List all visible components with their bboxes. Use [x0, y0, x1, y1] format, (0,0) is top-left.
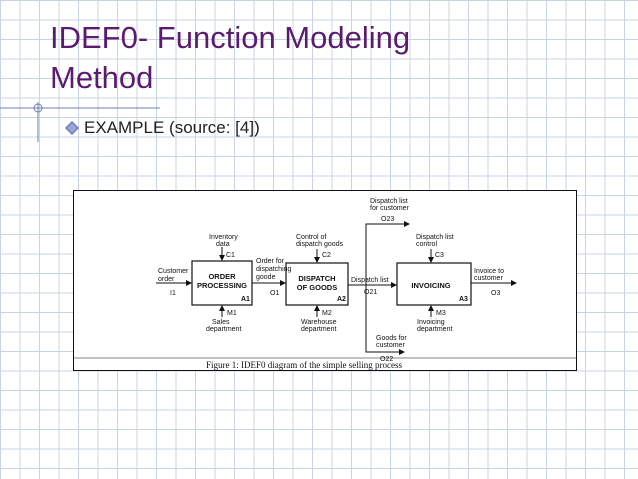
control-c1-line2: data: [216, 241, 230, 248]
control-c1-line1: Inventory: [209, 234, 238, 241]
mech-m2-line1: Warehouse: [301, 319, 337, 326]
title-line-1: IDEF0- Function Modeling: [50, 20, 411, 55]
arrow-o23: [365, 221, 410, 285]
control-c3-code: C3: [435, 252, 444, 259]
diagram-caption: Figure 1: IDEF0 diagram of the simple se…: [206, 360, 402, 370]
mech-m3-line2: department: [417, 326, 452, 333]
bullet-item: EXAMPLE (source: [4]): [64, 118, 260, 138]
output-o22-code: O22: [380, 356, 393, 363]
control-c1-code: C1: [226, 252, 235, 259]
output-o23-code: O23: [381, 216, 394, 223]
a1-name-line1: ORDER: [208, 272, 236, 281]
mech-m3-line1: Invoicing: [417, 319, 445, 326]
output-o21-code: O21: [364, 289, 377, 296]
input-i1-code: I1: [170, 290, 176, 297]
mech-m3-code: M3: [436, 310, 446, 317]
output-o1-line3: goode: [256, 274, 276, 281]
output-o3-code: O3: [491, 290, 500, 297]
output-o1-code: O1: [270, 290, 279, 297]
output-o23-line1: Dispatch list: [370, 198, 408, 205]
control-c2-line2: dispatch goods: [296, 241, 344, 248]
slide-title: IDEF0- Function Modeling Method: [50, 18, 610, 98]
input-i1-line1: Customer: [158, 268, 189, 275]
activity-box-a2: [285, 262, 349, 306]
a2-name-line1: DISPATCH: [298, 274, 335, 283]
a3-name: INVOICING: [411, 281, 450, 290]
output-o22-line2: customer: [376, 342, 405, 349]
input-i1-line2: order: [158, 276, 175, 283]
control-c2-code: C2: [322, 252, 331, 259]
diamond-bullet-icon: [65, 121, 79, 135]
a1-name-line2: PROCESSING: [197, 281, 247, 290]
bullet-text: EXAMPLE (source: [4]): [84, 118, 260, 137]
idef0-diagram: ORDER PROCESSING A1 DISPATCH OF GOODS A2…: [73, 190, 577, 371]
control-c2-line1: Control of: [296, 234, 326, 241]
activity-box-a3: [396, 262, 472, 306]
title-underline: [0, 102, 160, 142]
control-c3-line2: control: [416, 241, 437, 248]
mech-m1-line1: Sales: [212, 319, 230, 326]
title-line-2: Method: [50, 60, 154, 95]
output-o1-line2: dispatching: [256, 266, 292, 273]
mech-m2-line2: department: [301, 326, 336, 333]
mech-m1-line2: department: [206, 326, 241, 333]
output-o3-line1: Invoice to: [474, 268, 504, 275]
mech-m1-code: M1: [227, 310, 237, 317]
a2-node: A2: [337, 296, 346, 303]
output-o21-label: Dispatch list: [351, 277, 389, 284]
a3-node: A3: [459, 296, 468, 303]
control-c3-line1: Dispatch list: [416, 234, 454, 241]
output-o3-line2: customer: [474, 275, 503, 282]
output-o23-line2: for customer: [370, 205, 410, 212]
arrow-o22: [365, 285, 405, 355]
mech-m2-code: M2: [322, 310, 332, 317]
output-o1-line1: Order for: [256, 258, 285, 265]
output-o22-line1: Goods for: [376, 335, 407, 342]
a1-node: A1: [241, 296, 250, 303]
a2-name-line2: OF GOODS: [297, 283, 337, 292]
